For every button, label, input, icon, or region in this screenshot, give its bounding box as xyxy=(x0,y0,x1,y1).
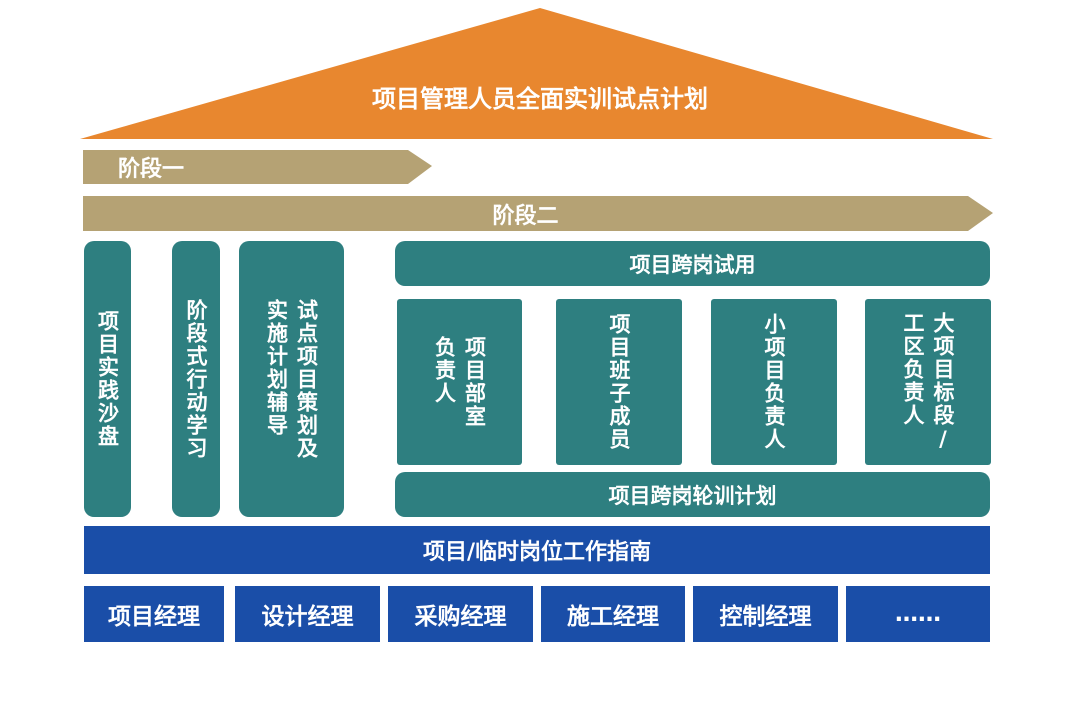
work-guide-bar: 项目/临时岗位工作指南 xyxy=(84,526,990,574)
rotation-column-section-lead: 大项目标段/ 工区负责人 xyxy=(865,299,991,465)
role-construction-manager: 施工经理 xyxy=(541,586,685,642)
rotation-column-label: 项目班子成员 xyxy=(607,313,631,451)
pillar-practice-sandbox: 项目实践沙盘 xyxy=(84,241,131,517)
role-more: …… xyxy=(846,586,990,642)
rotation-column-label: 项目部室 负责人 xyxy=(432,336,487,428)
stage1-arrow-shape xyxy=(83,150,432,184)
rotation-column-label: 小项目负责人 xyxy=(762,313,786,451)
pillar-pilot-planning: 试点项目策划及 实施计划辅导 xyxy=(239,241,344,517)
role-procurement-manager: 采购经理 xyxy=(388,586,533,642)
pillar-label: 试点项目策划及 实施计划辅导 xyxy=(264,298,319,460)
rotation-trial-bar: 项目跨岗试用 xyxy=(395,241,990,286)
rotation-column-label: 大项目标段/ 工区负责人 xyxy=(901,311,955,453)
role-design-manager: 设计经理 xyxy=(235,586,380,642)
rotation-training-bar: 项目跨岗轮训计划 xyxy=(395,472,990,517)
stage1-label: 阶段一 xyxy=(118,157,185,182)
stage2-label: 阶段二 xyxy=(492,203,559,229)
rotation-column-small-project-lead: 小项目负责人 xyxy=(711,299,837,465)
pillar-action-learning: 阶段式行动学习 xyxy=(172,241,220,517)
role-project-manager: 项目经理 xyxy=(84,586,224,642)
pillar-label: 项目实践沙盘 xyxy=(95,310,120,448)
role-control-manager: 控制经理 xyxy=(693,586,838,642)
pillar-label: 阶段式行动学习 xyxy=(184,298,208,460)
plan-title: 项目管理人员全面实训试点计划 xyxy=(372,84,708,113)
rotation-column-team-member: 项目班子成员 xyxy=(556,299,682,465)
stage2-arrow-shape xyxy=(83,196,993,231)
rotation-column-dept-head: 项目部室 负责人 xyxy=(397,299,522,465)
